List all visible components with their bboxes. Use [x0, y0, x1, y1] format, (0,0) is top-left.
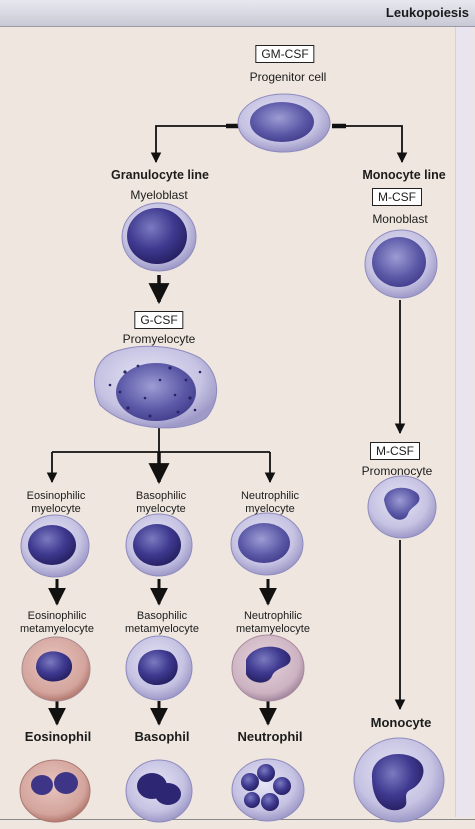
label-neutrophil: Neutrophil [237, 729, 303, 744]
monocyte-cell-image [353, 737, 445, 823]
label-myeloblast: Myeloblast [130, 188, 188, 202]
promonocyte-cell-image [367, 475, 437, 539]
monoblast-cell-image [364, 229, 438, 299]
label-basophilic-metamyelocyte: Basophilic metamyelocyte [125, 610, 199, 635]
basophilic-myelocyte-image [125, 513, 193, 577]
eosinophilic-myelocyte-image [20, 514, 90, 578]
promyelocyte-cell-image [94, 345, 218, 429]
label-neutrophilic-myelocyte: Neutrophilic myelocyte [240, 490, 300, 515]
arrow-progenitor-to-monocyte [334, 125, 408, 164]
header-bar: Leukopoiesis [0, 0, 475, 27]
eosinophilic-metamyelocyte-image [21, 636, 91, 702]
label-promonocyte: Promonocyte [361, 464, 433, 478]
neutrophil-cell-image [231, 758, 305, 822]
label-eosinophil: Eosinophil [24, 729, 92, 744]
label-neutrophilic-metamyelocyte: Neutrophilic metamyelocyte [236, 610, 310, 635]
arrow-progenitor-to-granulocyte [150, 125, 238, 164]
label-eosinophilic-metamyelocyte: Eosinophilic metamyelocyte [20, 610, 94, 635]
factor-gm-csf: GM-CSF [255, 45, 315, 63]
label-basophilic-myelocyte: Basophilic myelocyte [135, 490, 187, 515]
label-monoblast: Monoblast [372, 212, 428, 226]
connector-lines [46, 125, 408, 726]
factor-m-csf-2: M-CSF [370, 442, 420, 460]
label-eosinophilic-myelocyte: Eosinophilic myelocyte [26, 490, 86, 515]
label-monocyte-line: Monocyte line [362, 168, 446, 182]
eosinophil-cell-image [19, 759, 91, 823]
basophilic-metamyelocyte-image [125, 635, 193, 701]
header-title: Leukopoiesis [385, 5, 469, 20]
factor-m-csf-1: M-CSF [372, 188, 422, 206]
label-promyelocyte: Promyelocyte [122, 332, 196, 346]
neutrophilic-myelocyte-image [230, 512, 304, 576]
branch-promyelocyte [52, 425, 270, 453]
progenitor-cell-image [237, 93, 331, 153]
neutrophilic-metamyelocyte-image [231, 634, 305, 702]
bottom-rule [0, 819, 475, 820]
label-basophil: Basophil [134, 729, 190, 744]
label-monocyte: Monocyte [370, 715, 432, 730]
label-progenitor-cell: Progenitor cell [249, 70, 327, 84]
basophil-cell-image [125, 759, 193, 823]
label-granulocyte-line: Granulocyte line [111, 168, 209, 182]
right-margin-strip [455, 27, 474, 817]
factor-g-csf: G-CSF [134, 311, 184, 329]
myeloblast-cell-image [121, 202, 197, 272]
